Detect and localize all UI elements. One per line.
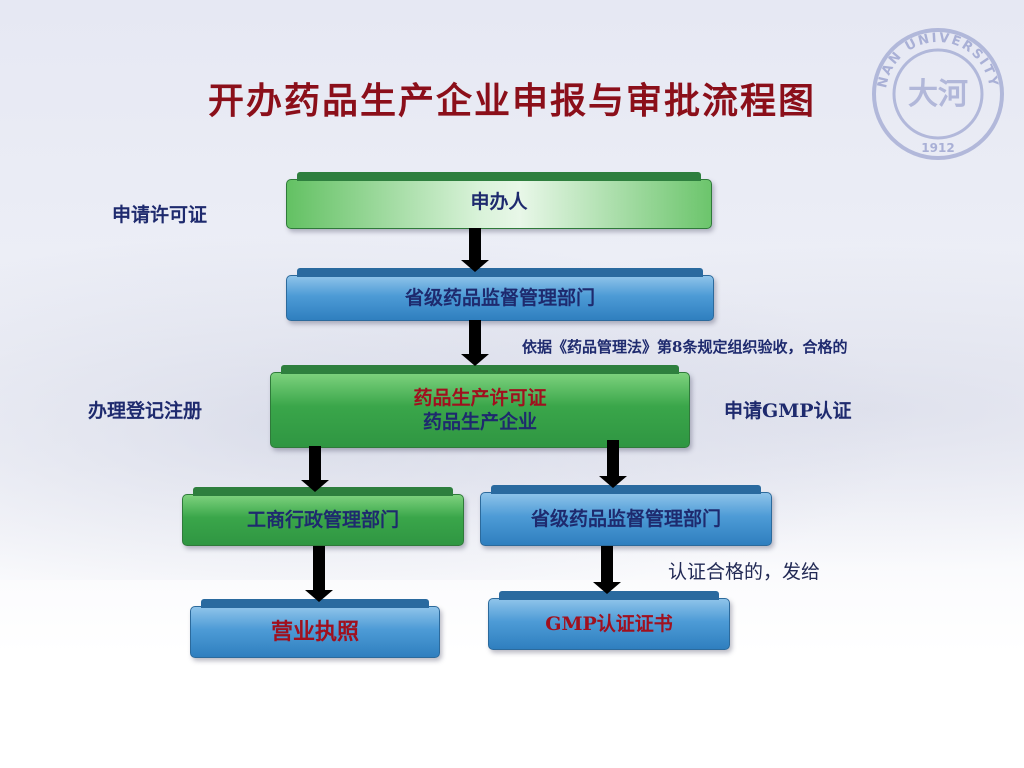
- box-commerce: 工商行政管理部门: [182, 487, 464, 546]
- box-applicant-text: 申办人: [470, 191, 528, 213]
- box-commerce-text: 工商行政管理部门: [246, 509, 399, 531]
- arrow-enterprise-to-provincial-2: [599, 440, 627, 488]
- box-provincial-2: 省级药品监督管理部门: [480, 485, 772, 546]
- box-business-license: 营业执照: [190, 599, 440, 658]
- seal-year: 1912: [921, 141, 954, 155]
- label-apply-gmp: 申请GMP认证: [724, 400, 852, 422]
- svg-text:大河: 大河: [908, 77, 968, 112]
- arrow-commerce-to-business-license: [305, 546, 333, 602]
- page-title: 开办药品生产企业申报与审批流程图: [207, 80, 816, 122]
- arrow-provincial-2-to-gmp-cert: [593, 546, 621, 594]
- label-apply-license: 申请许可证: [112, 204, 208, 226]
- box-provincial-1-text: 省级药品监督管理部门: [404, 287, 595, 309]
- box-provincial-2-text: 省级药品监督管理部门: [530, 508, 721, 530]
- box-license-text: 药品生产许可证: [413, 387, 547, 409]
- note-certified: 认证合格的，发给: [668, 561, 821, 583]
- box-gmp-cert-text: GMP认证证书: [545, 613, 673, 635]
- box-license-enterprise: 药品生产许可证 药品生产企业: [270, 365, 690, 448]
- note-inspection: 依据《药品管理法》第8条规定组织验收，合格的: [522, 338, 848, 356]
- box-provincial-1: 省级药品监督管理部门: [286, 268, 714, 321]
- university-seal-logo: NAN UNIVERSITY 大河 1912: [872, 28, 1004, 160]
- box-gmp-cert: GMP认证证书: [488, 591, 730, 650]
- box-applicant: 申办人: [286, 172, 712, 229]
- box-business-license-text: 营业执照: [270, 619, 359, 645]
- box-enterprise-text: 药品生产企业: [422, 411, 537, 433]
- label-register: 办理登记注册: [88, 400, 203, 422]
- arrow-applicant-to-provincial: [461, 228, 489, 272]
- arrow-enterprise-to-commerce: [301, 446, 329, 492]
- arrow-provincial-to-enterprise: [461, 320, 489, 368]
